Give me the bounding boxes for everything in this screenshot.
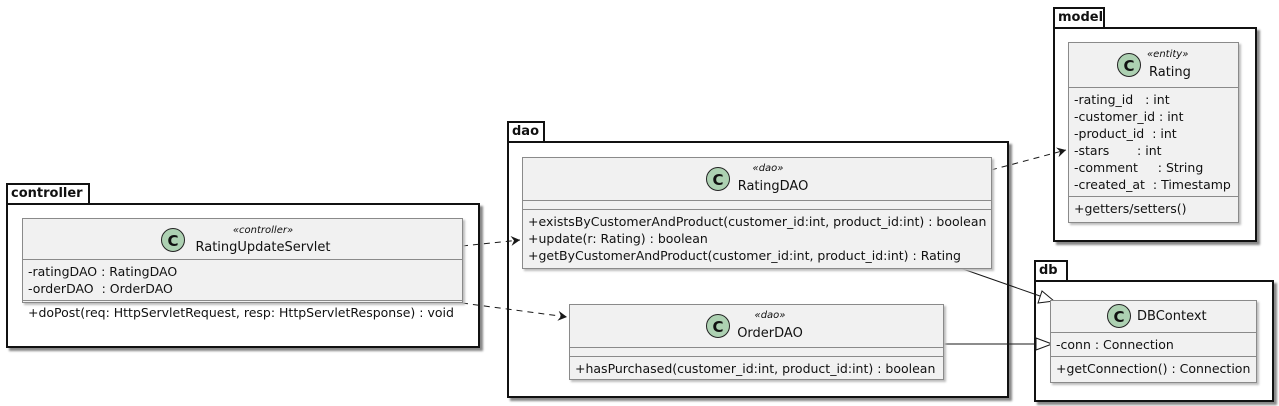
class-name: DBContext xyxy=(1137,309,1207,324)
class-methods: +getters/setters() xyxy=(1069,197,1238,220)
class-methods: +doPost(req: HttpServletRequest, resp: H… xyxy=(23,301,462,324)
method-get-connection: +getConnection() : Connection xyxy=(1056,361,1251,376)
dependency-servlet-orderdao xyxy=(461,302,568,321)
package-tab-controller: controller xyxy=(6,183,90,205)
class-methods: +existsByCustomerAndProduct(customer_id:… xyxy=(523,210,991,267)
class-header: C «dao» OrderDAO xyxy=(570,305,943,348)
class-order-dao[interactable]: C «dao» OrderDAO +hasPurchased(customer_… xyxy=(569,304,944,380)
class-methods: +hasPurchased(customer_id:int, product_i… xyxy=(570,357,943,380)
field-rating-id: -rating_id : int xyxy=(1074,92,1170,107)
class-rating-update-servlet[interactable]: C «controller» RatingUpdateServlet -rati… xyxy=(22,218,463,320)
method-has-purchased: +hasPurchased(customer_id:int, product_i… xyxy=(575,361,936,376)
package-tab-dao: dao xyxy=(507,121,545,143)
package-tab-db: db xyxy=(1034,260,1068,282)
dependency-ratingdao-rating xyxy=(990,147,1067,171)
class-fields xyxy=(523,201,991,210)
class-header: C «dao» RatingDAO xyxy=(523,158,991,201)
package-label-dao: dao xyxy=(512,124,540,139)
class-name: RatingDAO xyxy=(737,179,809,194)
class-fields: -conn : Connection xyxy=(1051,333,1256,357)
method-get-by-customer-and-product: +getByCustomerAndProduct(customer_id:int… xyxy=(528,248,961,263)
field-customer-id: -customer_id : int xyxy=(1074,109,1184,124)
class-fields: -ratingDAO : RatingDAO -orderDAO : Order… xyxy=(23,260,462,301)
class-header: C DBContext xyxy=(1051,301,1256,333)
class-fields: -rating_id : int -customer_id : int -pro… xyxy=(1069,88,1238,197)
class-stereotype: «entity» xyxy=(1147,49,1189,60)
field-stars: -stars : int xyxy=(1074,143,1162,158)
class-db-context[interactable]: C DBContext -conn : Connection +getConne… xyxy=(1050,300,1257,383)
package-tab-model: model xyxy=(1053,7,1105,29)
method-getters-setters: +getters/setters() xyxy=(1074,201,1187,216)
class-stereotype: «controller» xyxy=(232,225,294,236)
class-name: OrderDAO xyxy=(737,326,803,341)
class-badge-icon: C xyxy=(1117,53,1141,77)
field-orderdao: -orderDAO : OrderDAO xyxy=(28,281,173,296)
field-ratingdao: -ratingDAO : RatingDAO xyxy=(28,264,178,279)
package-label-db: db xyxy=(1039,263,1058,278)
class-stereotype: «dao» xyxy=(754,310,786,321)
class-header: C «controller» RatingUpdateServlet xyxy=(23,219,462,260)
field-created-at: -created_at : Timestamp xyxy=(1074,177,1231,192)
class-badge-icon: C xyxy=(161,228,185,252)
method-update: +update(r: Rating) : boolean xyxy=(528,231,708,246)
field-comment: -comment : String xyxy=(1074,160,1204,175)
package-label-model: model xyxy=(1058,10,1104,25)
class-rating-dao[interactable]: C «dao» RatingDAO +existsByCustomerAndPr… xyxy=(522,157,992,269)
field-product-id: -product_id : int xyxy=(1074,126,1177,141)
class-name: Rating xyxy=(1149,65,1191,80)
field-conn: -conn : Connection xyxy=(1056,337,1174,352)
method-dopost: +doPost(req: HttpServletRequest, resp: H… xyxy=(28,305,454,320)
generalization-ratingdao-dbcontext xyxy=(959,267,1041,297)
class-badge-icon: C xyxy=(1107,304,1131,328)
method-exists-by-customer-and-product: +existsByCustomerAndProduct(customer_id:… xyxy=(528,214,987,229)
class-badge-icon: C xyxy=(706,167,730,191)
class-rating[interactable]: C «entity» Rating -rating_id : int -cust… xyxy=(1068,42,1239,223)
class-badge-icon: C xyxy=(706,314,730,338)
class-stereotype: «dao» xyxy=(752,163,784,174)
class-name: RatingUpdateServlet xyxy=(195,240,331,255)
class-fields xyxy=(570,348,943,357)
package-label-controller: controller xyxy=(11,186,83,201)
class-header: C «entity» Rating xyxy=(1069,43,1238,88)
generalization-arrowhead-orderdao xyxy=(1035,337,1054,351)
dependency-servlet-ratingdao xyxy=(461,235,521,247)
class-methods: +getConnection() : Connection xyxy=(1051,357,1256,380)
